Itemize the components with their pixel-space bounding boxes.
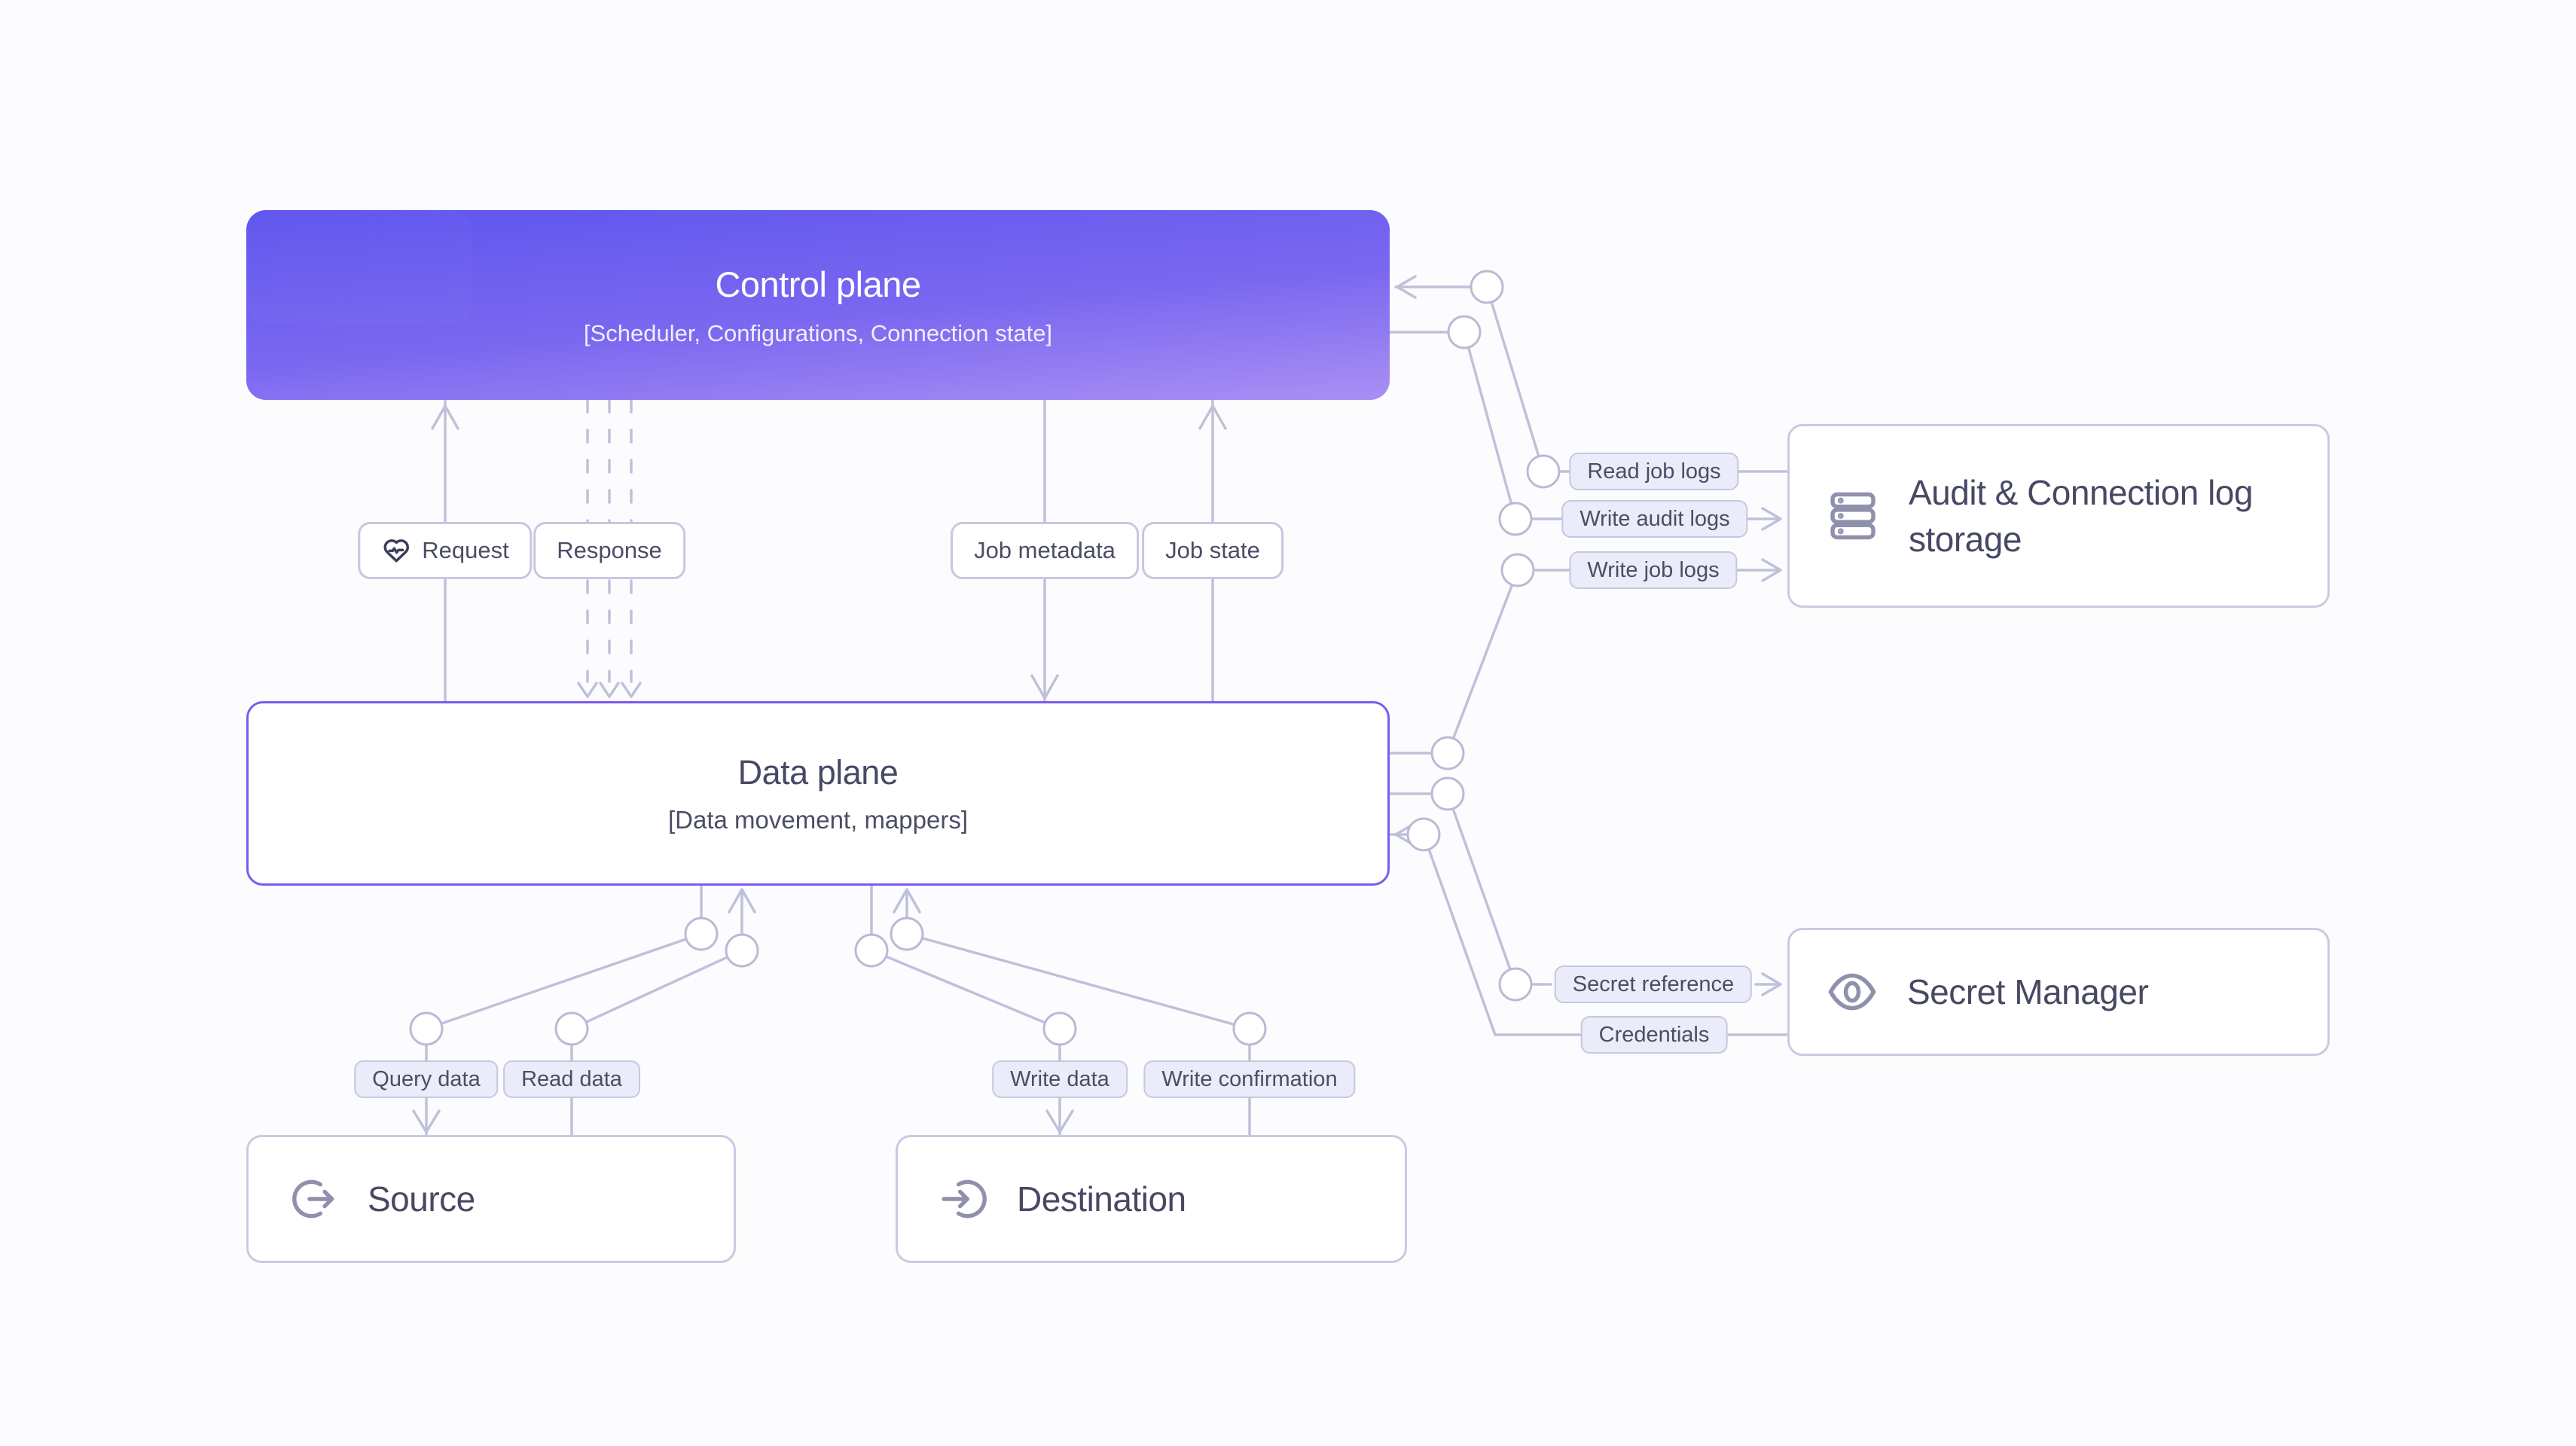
read-job-logs-text: Read job logs [1587,459,1721,484]
job-metadata-label: Job metadata [951,522,1139,579]
noise-texture [246,210,472,323]
read-data-label: Read data [503,1060,640,1098]
control-plane-box: Control plane [Scheduler, Configurations… [246,210,1390,400]
server-stack-icon [1830,492,1876,540]
credentials-label: Credentials [1580,1016,1728,1054]
data-plane-title: Data plane [737,752,899,792]
request-label-text: Request [422,537,509,563]
source-box: Source [246,1135,736,1263]
write-audit-logs-label: Write audit logs [1561,500,1748,538]
destination-box: Destination [896,1135,1407,1263]
request-label: Request [358,522,533,579]
job-state-label-text: Job state [1165,537,1260,563]
secret-manager-box: Secret Manager [1787,928,2330,1056]
control-plane-subtitle: [Scheduler, Configurations, Connection s… [583,319,1053,346]
eye-icon [1828,973,1876,1011]
write-data-label: Write data [992,1060,1128,1098]
job-metadata-label-text: Job metadata [974,537,1116,563]
heart-pulse-icon [383,539,410,563]
source-title: Source [368,1179,475,1219]
secret-reference-path [1387,792,1782,996]
audit-title: Audit & Connection log storage [1909,473,2253,559]
write-confirmation-label: Write confirmation [1143,1060,1356,1098]
secret-reference-text: Secret reference [1572,972,1735,996]
write-data-text: Write data [1010,1066,1109,1091]
write-audit-logs-text: Write audit logs [1579,506,1730,531]
write-confirmation-path [893,888,1251,1136]
job-state-label: Job state [1142,522,1283,579]
read-data-text: Read data [521,1066,622,1091]
response-label-text: Response [557,537,662,563]
read-job-logs-path [1394,275,1789,473]
write-job-logs-label: Write job logs [1569,551,1738,589]
control-plane-title: Control plane [715,264,921,304]
read-job-logs-label: Read job logs [1569,453,1739,490]
write-confirmation-text: Write confirmation [1161,1066,1338,1091]
log-out-circle-icon [292,1179,334,1219]
query-data-text: Query data [372,1066,481,1091]
response-label: Response [533,522,685,579]
secret-manager-title: Secret Manager [1907,972,2149,1011]
destination-title: Destination [1017,1179,1186,1219]
data-plane-subtitle: [Data movement, mappers] [668,805,968,834]
query-data-label: Query data [354,1060,499,1098]
secret-reference-label: Secret reference [1554,966,1753,1003]
arrow-into-circle-icon [942,1179,987,1219]
read-data-path [570,888,756,1136]
junction-circles [409,270,1561,1046]
response-arrowheads [577,682,642,698]
credentials-text: Credentials [1598,1022,1710,1047]
data-plane-box: Data plane [Data movement, mappers] [246,701,1390,886]
credentials-path [1387,822,1789,1036]
audit-log-storage-box: Audit & Connection log storage [1787,424,2330,608]
write-job-logs-text: Write job logs [1587,557,1720,582]
